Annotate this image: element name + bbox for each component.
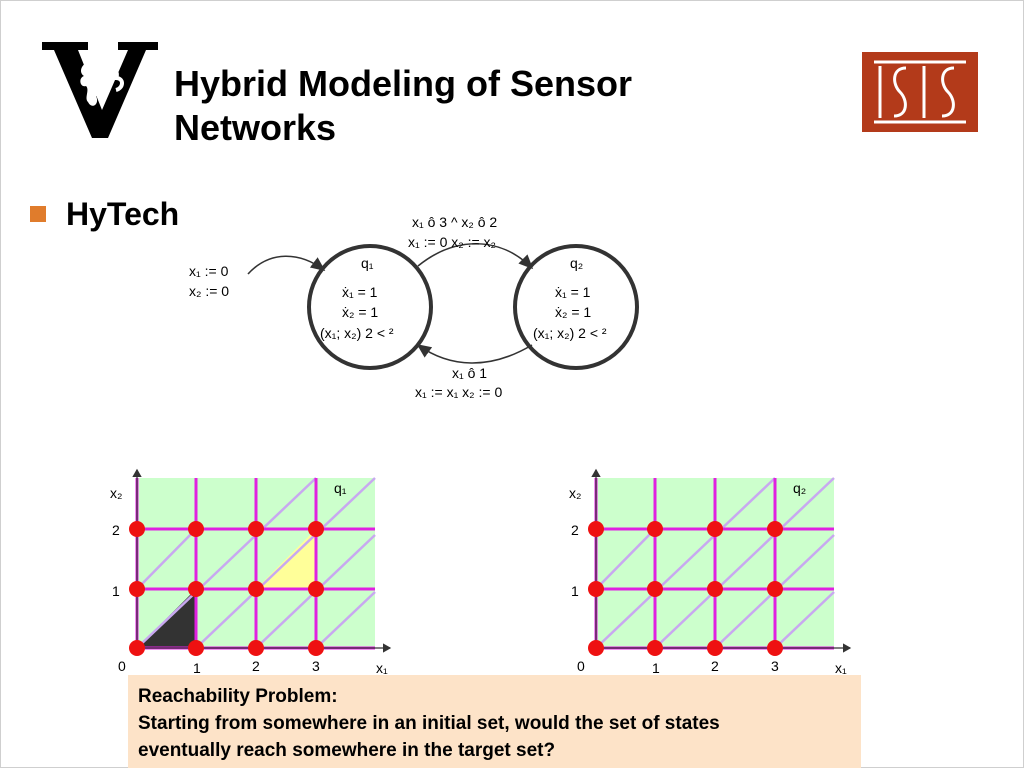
title-line-1: Hybrid Modeling of Sensor	[174, 63, 633, 104]
reachability-callout: Reachability Problem: Starting from some…	[128, 675, 861, 768]
reachability-heading: Reachability Problem:	[138, 686, 338, 707]
slide-title: Hybrid Modeling of Sensor Networks	[174, 62, 794, 150]
vanderbilt-logo	[42, 42, 158, 138]
reachability-line-2: eventually reach somewhere in the target…	[138, 740, 556, 761]
bullet-square-icon	[30, 206, 46, 222]
title-line-2: Networks	[174, 107, 337, 148]
reachability-line-1: Starting from somewhere in an initial se…	[138, 713, 720, 734]
bullet-hytech: HyTech	[66, 196, 180, 232]
isis-logo	[862, 52, 978, 132]
